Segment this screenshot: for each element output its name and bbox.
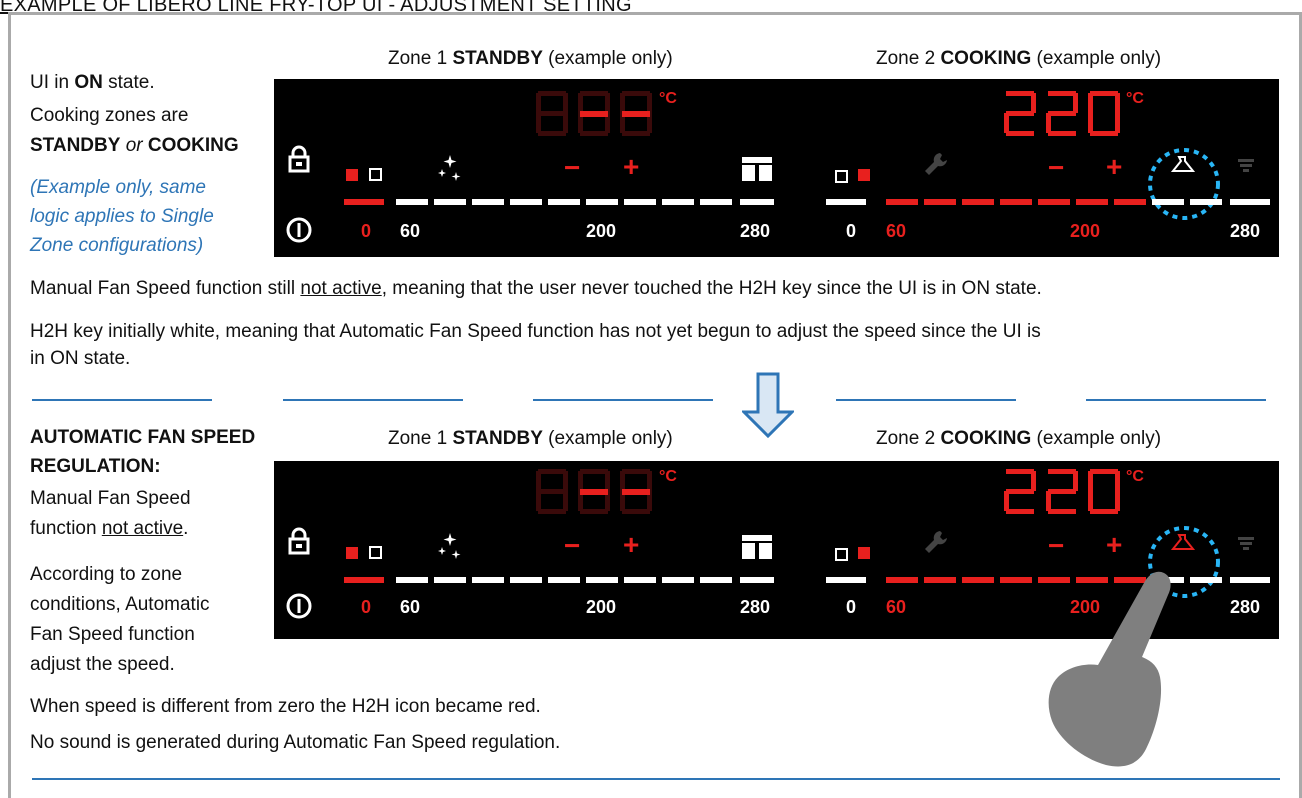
zone2-minus-button[interactable]: −: [1048, 530, 1064, 561]
down-arrow-icon: [740, 372, 796, 443]
zone2-temperature-display: °C: [1004, 468, 1144, 514]
top-paragraph-2-line-2: in ON state.: [30, 348, 131, 369]
note-line-2: logic applies to Single: [30, 206, 214, 227]
intro-line-1: UI in ON state.: [30, 72, 155, 93]
pointing-hand-icon: [1040, 565, 1180, 780]
sparkle-icon[interactable]: [438, 533, 461, 559]
zone2-scale-0: 0: [846, 221, 856, 241]
zone1-indicator-white: [369, 168, 382, 181]
control-panel-bottom: °C − + 0 60 200 280 °C − +: [274, 461, 1279, 639]
zone2-scale-200: 200: [1070, 221, 1100, 241]
section-divider-1: [32, 399, 212, 401]
zone2-minus-button[interactable]: −: [1048, 152, 1064, 183]
power-icon[interactable]: [286, 217, 312, 243]
zone2-scale-200: 200: [1070, 597, 1100, 617]
zone2-scale-0: 0: [846, 597, 856, 617]
griddle-icon[interactable]: [742, 535, 772, 559]
fan-filter-icon[interactable]: [1238, 537, 1254, 550]
section-divider-4: [836, 399, 1016, 401]
zone1-slider[interactable]: [344, 577, 774, 583]
section-divider-5: [1086, 399, 1266, 401]
section-divider-3: [533, 399, 713, 401]
bottom-desc-line-2: function not active.: [30, 518, 189, 539]
zone2-unit: °C: [1126, 90, 1144, 107]
zone1-minus-button[interactable]: −: [564, 152, 580, 183]
intro-line-3: STANDBY or COOKING: [30, 135, 239, 156]
zone2-slider[interactable]: [826, 199, 1270, 205]
zone1-indicator-red: [346, 547, 358, 559]
zone2-scale-60: 60: [886, 597, 906, 617]
top-paragraph-1: Manual Fan Speed function still not acti…: [30, 278, 1042, 299]
bottom-desc-line-5: Fan Speed function: [30, 624, 195, 645]
bottom-paragraph-1: When speed is different from zero the H2…: [30, 696, 541, 717]
zone2-indicator-red: [858, 169, 870, 181]
zone1-scale-280: 280: [740, 221, 770, 241]
zone2-scale-60: 60: [886, 221, 906, 241]
bottom-heading-line-2: REGULATION:: [30, 456, 161, 477]
bottom-heading-line-1: AUTOMATIC FAN SPEED: [30, 427, 256, 448]
zone1-indicator-white: [369, 546, 382, 559]
hood-highlight-ring: [1148, 148, 1220, 220]
zone1-temperature-display: °C: [536, 468, 677, 514]
note-line-3: Zone configurations): [30, 235, 204, 256]
zone2-indicator-white: [835, 548, 848, 561]
hood-icon[interactable]: [1170, 534, 1196, 550]
zone1-plus-button[interactable]: +: [623, 529, 639, 560]
zone1-slider[interactable]: [344, 199, 774, 205]
zone1-indicator-red: [346, 169, 358, 181]
wrench-icon[interactable]: [925, 531, 947, 553]
zone1-caption-top: Zone 1 STANDBY (example only): [388, 48, 673, 69]
zone1-scale-60: 60: [400, 597, 420, 617]
zone2-plus-button[interactable]: +: [1106, 151, 1122, 182]
panel-drawing-bottom: °C − + 0 60 200 280 °C − +: [286, 468, 1270, 619]
bottom-desc-line-4: conditions, Automatic: [30, 594, 210, 615]
zone2-indicator-red: [858, 547, 870, 559]
bottom-desc-line-3: According to zone: [30, 564, 183, 585]
zone2-indicator-white: [835, 170, 848, 183]
zone1-plus-button[interactable]: +: [623, 151, 639, 182]
zone1-caption-bottom: Zone 1 STANDBY (example only): [388, 428, 673, 449]
bottom-rule: [32, 778, 1280, 780]
lock-icon[interactable]: [288, 145, 310, 173]
zone1-scale-60: 60: [400, 221, 420, 241]
top-paragraph-2-line-1: H2H key initially white, meaning that Au…: [30, 321, 1041, 342]
zone1-scale-200: 200: [586, 597, 616, 617]
zone2-caption-bottom: Zone 2 COOKING (example only): [876, 428, 1162, 449]
note-line-1: (Example only, same: [30, 177, 206, 198]
zone1-minus-button[interactable]: −: [564, 530, 580, 561]
bottom-desc-line-1: Manual Fan Speed: [30, 488, 191, 509]
control-panel-top: °C − + 0 60 200 280 °C −: [274, 79, 1279, 257]
sparkle-icon[interactable]: [438, 155, 461, 181]
wrench-icon[interactable]: [925, 153, 947, 175]
zone2-scale-280: 280: [1230, 221, 1260, 241]
zone2-temperature-display: °C: [1004, 90, 1144, 136]
lock-icon[interactable]: [288, 527, 310, 555]
intro-line-2: Cooking zones are: [30, 105, 189, 126]
griddle-icon[interactable]: [742, 157, 772, 181]
zone1-scale-200: 200: [586, 221, 616, 241]
zone1-unit: °C: [659, 468, 677, 485]
zone1-unit: °C: [659, 90, 677, 107]
hood-icon[interactable]: [1170, 156, 1196, 172]
zone2-unit: °C: [1126, 468, 1144, 485]
hood-highlight-ring: [1148, 526, 1220, 598]
zone1-temperature-display: °C: [536, 90, 677, 136]
bottom-desc-line-6: adjust the speed.: [30, 654, 175, 675]
zone1-scale-280: 280: [740, 597, 770, 617]
section-divider-2: [283, 399, 463, 401]
zone2-plus-button[interactable]: +: [1106, 529, 1122, 560]
zone1-scale-0: 0: [361, 597, 371, 617]
document-frame: [8, 12, 1302, 798]
zone2-scale-280: 280: [1230, 597, 1260, 617]
fan-filter-icon[interactable]: [1238, 159, 1254, 172]
panel-drawing-top: °C − + 0 60 200 280 °C −: [286, 90, 1270, 243]
power-icon[interactable]: [286, 593, 312, 619]
zone1-scale-0: 0: [361, 221, 371, 241]
zone2-caption-top: Zone 2 COOKING (example only): [876, 48, 1162, 69]
bottom-paragraph-2: No sound is generated during Automatic F…: [30, 732, 561, 753]
